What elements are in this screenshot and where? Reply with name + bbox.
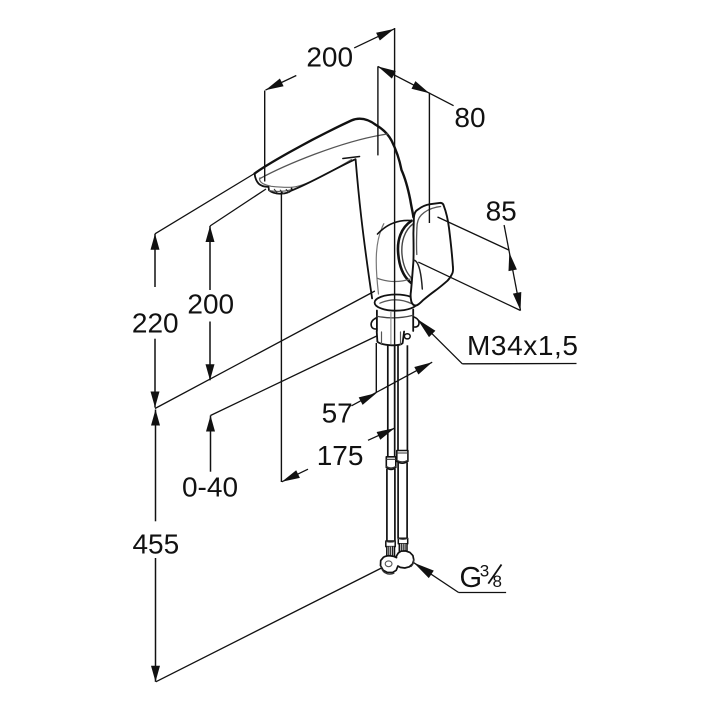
svg-text:455: 455	[132, 528, 179, 559]
svg-text:200: 200	[306, 42, 353, 73]
svg-text:G: G	[460, 562, 483, 594]
svg-text:85: 85	[486, 195, 517, 226]
svg-text:220: 220	[132, 307, 179, 338]
svg-text:175: 175	[317, 440, 364, 471]
svg-text:M34x1,5: M34x1,5	[467, 330, 579, 361]
svg-text:3: 3	[480, 561, 489, 580]
svg-text:57: 57	[322, 397, 353, 428]
svg-text:200: 200	[187, 288, 234, 319]
svg-text:0-40: 0-40	[182, 472, 238, 503]
svg-text:80: 80	[454, 102, 485, 133]
svg-text:8: 8	[493, 572, 502, 591]
